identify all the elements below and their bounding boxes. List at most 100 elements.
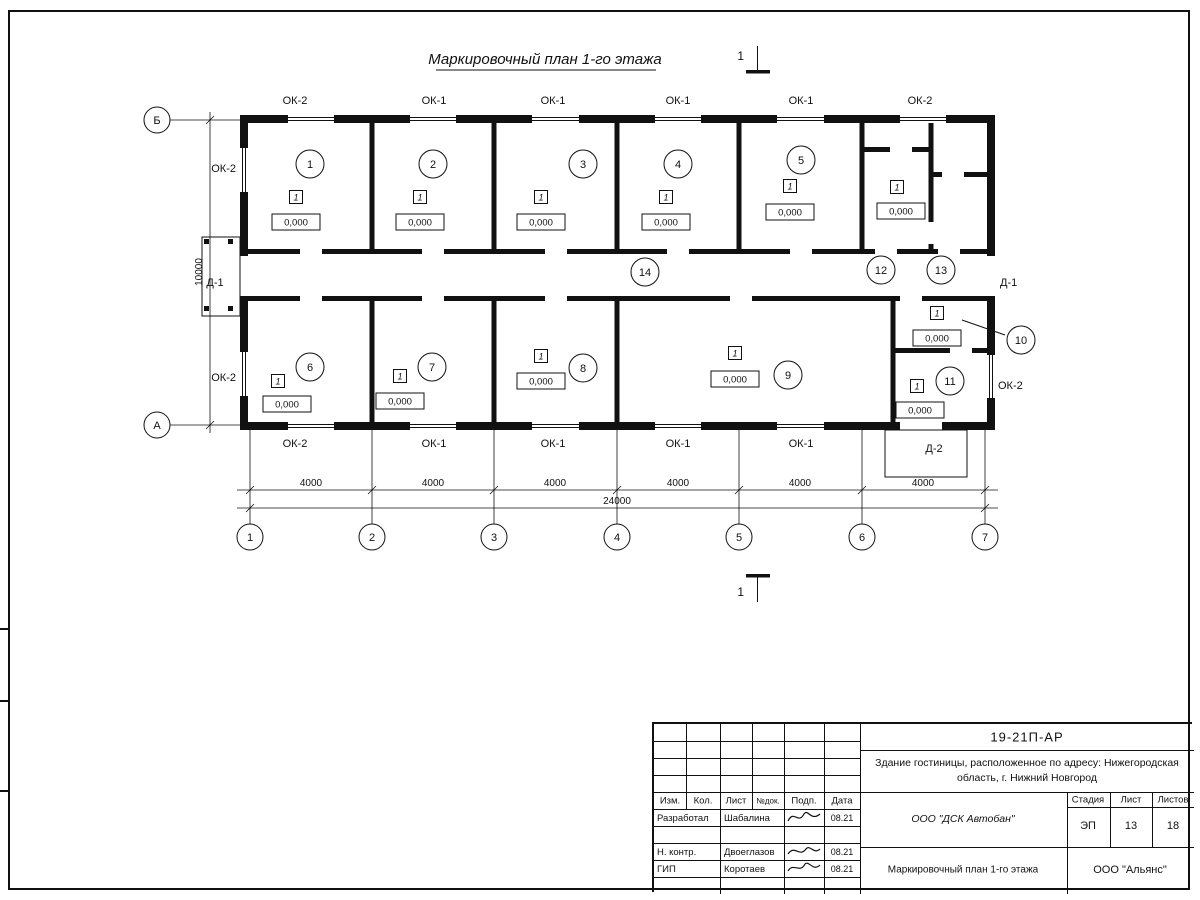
window-label: ОК-2: [908, 95, 933, 107]
dim-label: 4000: [667, 478, 690, 489]
margin-tick: [0, 700, 9, 702]
sheet-number: 13: [1124, 820, 1138, 832]
margin-tick: [0, 790, 9, 792]
row-name: Шабалина: [724, 813, 770, 824]
axis-circles-bottom: 1 2 3 4 5 6 7: [236, 523, 999, 551]
elevation-value: 0,000: [275, 400, 299, 411]
row-role: ГИП: [657, 864, 676, 875]
axis-number: 2: [369, 532, 375, 544]
axis-letter: Б: [153, 115, 160, 127]
elevation-mark: 1 0,000: [395, 190, 445, 231]
elevation-mark: 1 0,000: [710, 346, 760, 388]
axis-number: 7: [982, 532, 988, 544]
room-circle: 3: [568, 149, 598, 179]
dim-label: 4000: [544, 478, 567, 489]
elevation-mark: 1 0,000: [641, 190, 691, 231]
room-circle: 14: [630, 257, 660, 287]
room-number: 1: [307, 159, 313, 171]
row-date: 08.21: [830, 812, 854, 823]
room-number: 14: [639, 267, 651, 279]
window-label: ОК-1: [541, 438, 566, 450]
left-porch: [201, 236, 241, 317]
room-circles: 1 2 3 4 5 6 7 8 9 10 11 12 13 14: [295, 145, 1036, 396]
window-label: ОК-1: [666, 438, 691, 450]
window-label: ОК-1: [422, 95, 447, 107]
room-circle: 11: [935, 366, 965, 396]
sheets-total: 18: [1166, 820, 1180, 832]
interior-walls: [248, 123, 987, 422]
project-name-line2: область, г. Нижний Новгород: [956, 772, 1098, 784]
window-label: ОК-2: [283, 438, 308, 450]
project-name-line1: Здание гостиницы, расположенное по адрес…: [875, 757, 1179, 769]
row-name: Коротаев: [724, 864, 766, 875]
floor-flag: 1: [397, 372, 402, 382]
room-circle: 1: [295, 149, 325, 179]
window-label: ОК-1: [666, 95, 691, 107]
elevation-mark: 1 0,000: [912, 306, 962, 347]
contractor-name: ООО "ДСК Автобан": [911, 813, 1015, 825]
plan-title-text: Маркировочный план 1-го этажа: [428, 51, 661, 68]
window-label: ОК-2: [211, 372, 236, 384]
col-izm: Изм.: [659, 795, 681, 806]
window-label: ОК-1: [789, 95, 814, 107]
row-date: 08.21: [830, 863, 854, 874]
elevation-value: 0,000: [908, 406, 932, 417]
sheets-label: Листов: [1157, 794, 1189, 805]
axis-number: 5: [736, 532, 742, 544]
dim-label: 24000: [603, 496, 631, 507]
room-number: 7: [429, 362, 435, 374]
floor-flag: 1: [417, 193, 422, 203]
signature: [787, 862, 821, 872]
title-block: Изм. Кол. Лист №док. Подп. Дата Разработ…: [652, 722, 1194, 894]
row-role: Разработал: [657, 813, 709, 824]
elevation-value: 0,000: [778, 208, 802, 219]
window-label: ОК-2: [998, 380, 1023, 392]
section-mark-top: 1: [737, 46, 770, 74]
row-name: Двоеглазов: [724, 847, 775, 858]
elevation-value: 0,000: [529, 377, 553, 388]
dimensions-bottom: [237, 430, 998, 524]
document-number: 19-21П-АР: [990, 729, 1064, 745]
plan-title: Маркировочный план 1-го этажа: [428, 51, 662, 71]
row-role: Н. контр.: [657, 847, 697, 858]
room-number: 4: [675, 159, 681, 171]
right-porch: [884, 429, 968, 478]
floor-flag: 1: [894, 183, 899, 193]
organization-name: ООО "Альянс": [1093, 864, 1167, 876]
elevation-value: 0,000: [388, 397, 412, 408]
room-number: 5: [798, 155, 804, 167]
elevation-value: 0,000: [723, 375, 747, 386]
floor-flag: 1: [538, 193, 543, 203]
window-glazing: [242, 117, 993, 428]
room-circle: 7: [417, 352, 447, 382]
col-doc: №док.: [756, 796, 780, 805]
door-label: Д-2: [925, 443, 942, 455]
floor-flag: 1: [275, 377, 280, 387]
window-label: ОК-1: [789, 438, 814, 450]
drawing-title: Маркировочный план 1-го этажа: [887, 864, 1039, 876]
elevation-value: 0,000: [654, 218, 678, 229]
stage-label: Стадия: [1071, 794, 1105, 805]
axis-number: 6: [859, 532, 865, 544]
room-circle: 8: [568, 353, 598, 383]
dim-label: 4000: [300, 478, 323, 489]
elevation-value: 0,000: [889, 207, 913, 218]
elevation-mark: 1 0,000: [271, 190, 321, 231]
signature: [787, 811, 821, 822]
window-label: ОК-1: [422, 438, 447, 450]
floor-flag: 1: [732, 349, 737, 359]
room-number: 3: [580, 159, 586, 171]
floor-flag: 1: [914, 382, 919, 392]
door-label: Д-1: [1000, 277, 1017, 289]
col-sign: Подп.: [791, 795, 817, 806]
sheet-label: Лист: [1120, 794, 1142, 805]
door-label: Д-1: [206, 277, 223, 289]
dim-label: 4000: [422, 478, 445, 489]
dim-label: 4000: [912, 478, 935, 489]
elevation-value: 0,000: [529, 218, 553, 229]
dimension-labels-bottom: 4000 4000 4000 4000 4000 4000 24000: [300, 478, 935, 507]
elevation-value: 0,000: [284, 218, 308, 229]
dim-label: 10000: [194, 258, 205, 286]
room-circle: 6: [295, 352, 325, 382]
room-number: 9: [785, 370, 791, 382]
